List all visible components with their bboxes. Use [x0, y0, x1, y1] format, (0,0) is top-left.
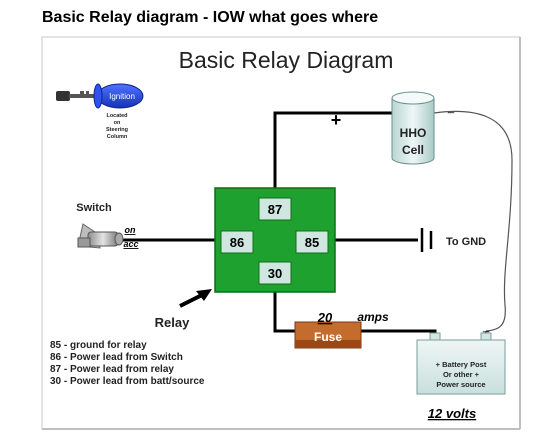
battery-minus-sign: _ — [482, 321, 490, 333]
relay-block: 87 86 85 30 — [214, 187, 336, 293]
negative-wire — [433, 110, 513, 332]
battery: + Battery Post Or other + Power source — [416, 332, 506, 395]
svg-text:Column: Column — [107, 134, 128, 140]
relay-label: Relay — [155, 315, 190, 330]
ignition-key: Ignition — [56, 83, 144, 109]
svg-text:+ Battery Post: + Battery Post — [436, 360, 487, 369]
legend-item: 87 - Power lead from relay — [50, 364, 174, 375]
hho-minus-sign: _ — [447, 102, 455, 114]
hho-plus-sign: + — [331, 110, 342, 130]
legend-item: 30 - Power lead from batt/source — [50, 376, 205, 387]
fuse-amps-value: 20 — [317, 310, 333, 325]
pin-legend: 85 - ground for relay 86 - Power lead fr… — [50, 340, 205, 387]
svg-text:Located: Located — [106, 113, 127, 119]
fuse-amps-unit: amps — [357, 310, 389, 324]
legend-item: 85 - ground for relay — [50, 340, 147, 351]
hho-cell: HHO Cell — [391, 91, 435, 165]
ignition-note: Located on Steering Column — [106, 113, 128, 140]
page-heading: Basic Relay diagram - IOW what goes wher… — [42, 9, 379, 26]
svg-text:Cell: Cell — [402, 143, 424, 157]
svg-text:HHO: HHO — [400, 126, 427, 140]
relay-pin-30: 30 — [268, 266, 282, 281]
svg-text:on: on — [114, 120, 121, 126]
legend-item: 86 - Power lead from Switch — [50, 352, 183, 363]
ground-symbol-icon — [420, 228, 433, 252]
relay-pin-87: 87 — [268, 202, 282, 217]
fuse: Fuse — [294, 321, 362, 349]
switch-on-note: on — [125, 225, 136, 235]
svg-text:Or other +: Or other + — [443, 370, 480, 379]
switch-acc-note: acc — [123, 239, 138, 249]
ignition-label: Ignition — [109, 92, 135, 101]
relay-pointer-arrow-icon — [179, 289, 212, 308]
svg-text:Fuse: Fuse — [314, 330, 342, 344]
toggle-switch-icon — [77, 223, 124, 249]
battery-voltage: 12 volts — [428, 406, 476, 421]
diagram-title: Basic Relay Diagram — [179, 47, 394, 73]
relay-pin-86: 86 — [230, 235, 244, 250]
switch-label: Switch — [76, 202, 112, 214]
svg-text:Steering: Steering — [106, 127, 128, 133]
ground-label: To GND — [446, 236, 486, 248]
svg-text:Power source: Power source — [436, 380, 485, 389]
relay-pin-85: 85 — [305, 235, 319, 250]
